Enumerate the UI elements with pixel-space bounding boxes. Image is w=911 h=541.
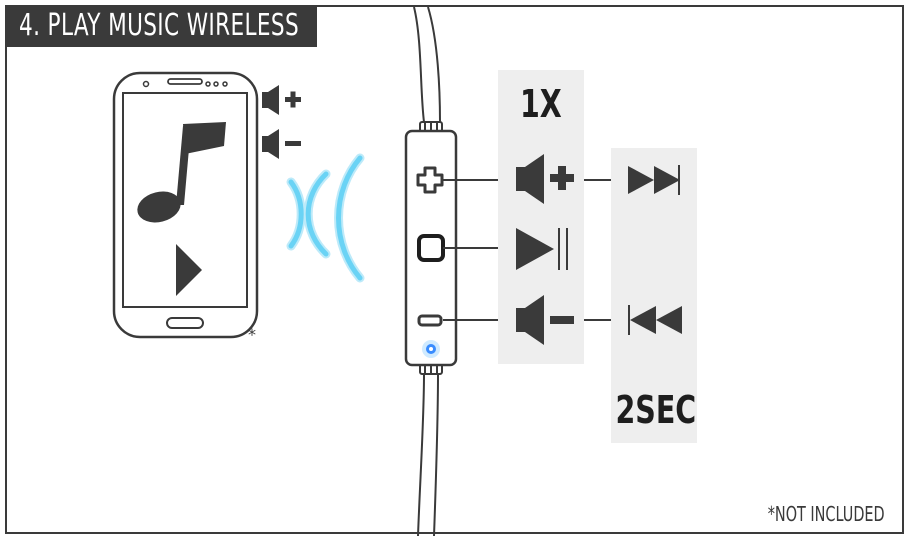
phone-home-button bbox=[166, 317, 204, 329]
play-pause-icon bbox=[516, 228, 568, 270]
led-indicator-icon bbox=[422, 340, 440, 358]
title-bar: 4. PLAY MUSIC WIRELESS bbox=[5, 5, 317, 47]
smartphone bbox=[112, 71, 259, 339]
hold-column bbox=[611, 148, 697, 443]
page-title: 4. PLAY MUSIC WIRELESS bbox=[19, 8, 300, 43]
diagram-border bbox=[5, 5, 904, 534]
hold-label: 2SEC bbox=[615, 388, 697, 432]
phone-volume-up-icon bbox=[262, 85, 301, 115]
phone-asterisk: * bbox=[248, 325, 256, 344]
phone-camera bbox=[142, 80, 150, 88]
volume-down-icon bbox=[516, 295, 574, 345]
minus-button-icon bbox=[417, 314, 443, 327]
play-icon bbox=[176, 244, 202, 296]
press-once-label: 1X bbox=[520, 82, 562, 126]
phone-volume-down-icon bbox=[262, 129, 301, 159]
music-note-icon bbox=[137, 122, 226, 223]
not-included-footnote: *NOT INCLUDED bbox=[767, 502, 885, 526]
connector-lines bbox=[443, 179, 611, 321]
skip-forward-icon bbox=[628, 165, 680, 195]
cable bbox=[413, 6, 441, 537]
volume-up-icon bbox=[516, 154, 574, 204]
skip-back-icon bbox=[628, 305, 682, 335]
bluetooth-wave-icon bbox=[286, 153, 365, 283]
phone-speaker bbox=[167, 78, 203, 85]
square-button-icon bbox=[417, 234, 445, 262]
plus-button-icon bbox=[416, 166, 444, 194]
